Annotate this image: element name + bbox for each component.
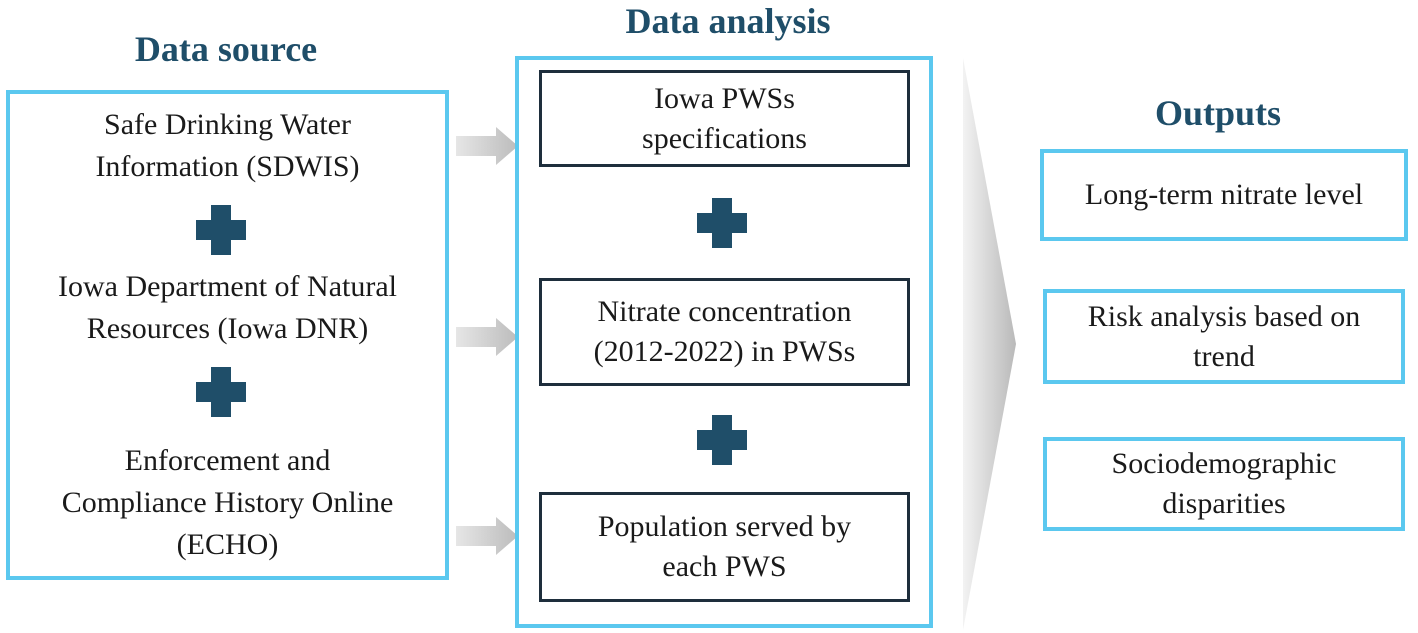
data-source-heading: Data source bbox=[134, 29, 318, 69]
right-arrow-icon bbox=[456, 318, 518, 356]
analysis-box-pws-specs: Iowa PWSs specifications bbox=[539, 70, 910, 167]
plus-icon bbox=[196, 205, 246, 255]
analysis-box-nitrate: Nitrate concentration (2012-2022) in PWS… bbox=[539, 278, 910, 386]
output-box-sociodemographic: Sociodemographic disparities bbox=[1043, 437, 1405, 531]
source-echo: Enforcement and Compliance History Onlin… bbox=[61, 444, 394, 561]
data-analysis-panel bbox=[515, 56, 933, 628]
outputs-heading: Outputs bbox=[1154, 93, 1282, 133]
source-iowa-dnr: Iowa Department of Natural Resources (Io… bbox=[57, 270, 398, 345]
plus-icon bbox=[697, 198, 747, 248]
output-box-long-term: Long-term nitrate level bbox=[1040, 149, 1408, 241]
source-sdwis: Safe Drinking Water Information (SDWIS) bbox=[95, 108, 360, 183]
plus-icon bbox=[196, 367, 246, 417]
large-chevron-arrow-icon bbox=[963, 58, 1016, 630]
right-arrow-icon bbox=[456, 517, 518, 555]
plus-icon bbox=[697, 415, 747, 465]
right-arrow-icon bbox=[456, 127, 518, 165]
output-box-risk-analysis: Risk analysis based on trend bbox=[1043, 289, 1405, 384]
data-analysis-heading: Data analysis bbox=[625, 1, 831, 41]
analysis-box-population: Population served by each PWS bbox=[539, 492, 910, 602]
data-source-panel: Safe Drinking Water Information (SDWIS) … bbox=[6, 90, 449, 580]
